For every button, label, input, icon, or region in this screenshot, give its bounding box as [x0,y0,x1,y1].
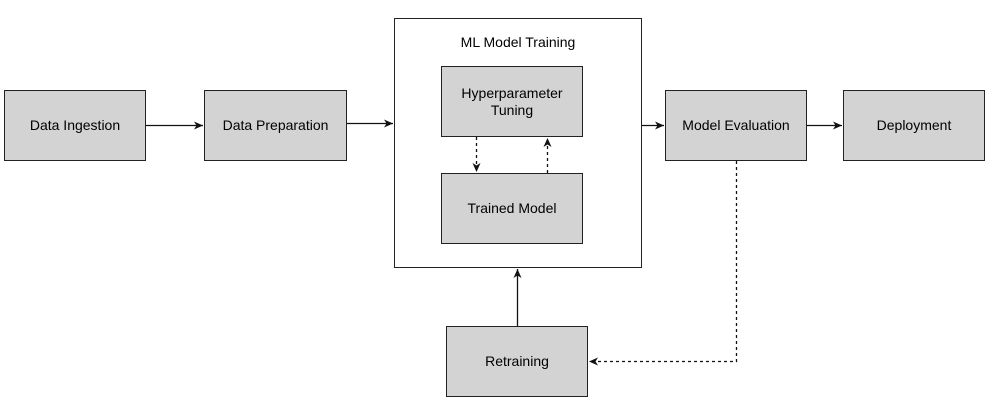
retraining-label: Retraining [485,353,549,369]
trained-model-node: Trained Model [441,173,583,244]
data-preparation-label: Data Preparation [222,117,329,133]
data-ingestion-node: Data Ingestion [4,90,146,161]
data-preparation-node: Data Preparation [204,90,347,161]
model-evaluation-label: Model Evaluation [682,117,790,133]
trained-model-label: Trained Model [467,200,557,216]
deployment-node: Deployment [843,90,985,161]
data-ingestion-label: Data Ingestion [29,117,121,133]
hyperparameter-tuning-label: Hyperparameter Tuning [461,84,563,118]
model-evaluation-node: Model Evaluation [665,90,807,161]
retraining-node: Retraining [446,326,588,397]
edge-evaluation-to-retraining [589,161,738,366]
deployment-label: Deployment [876,117,952,133]
ml-model-training-title: ML Model Training [460,34,576,50]
hyperparameter-tuning-node: Hyperparameter Tuning [441,66,583,137]
